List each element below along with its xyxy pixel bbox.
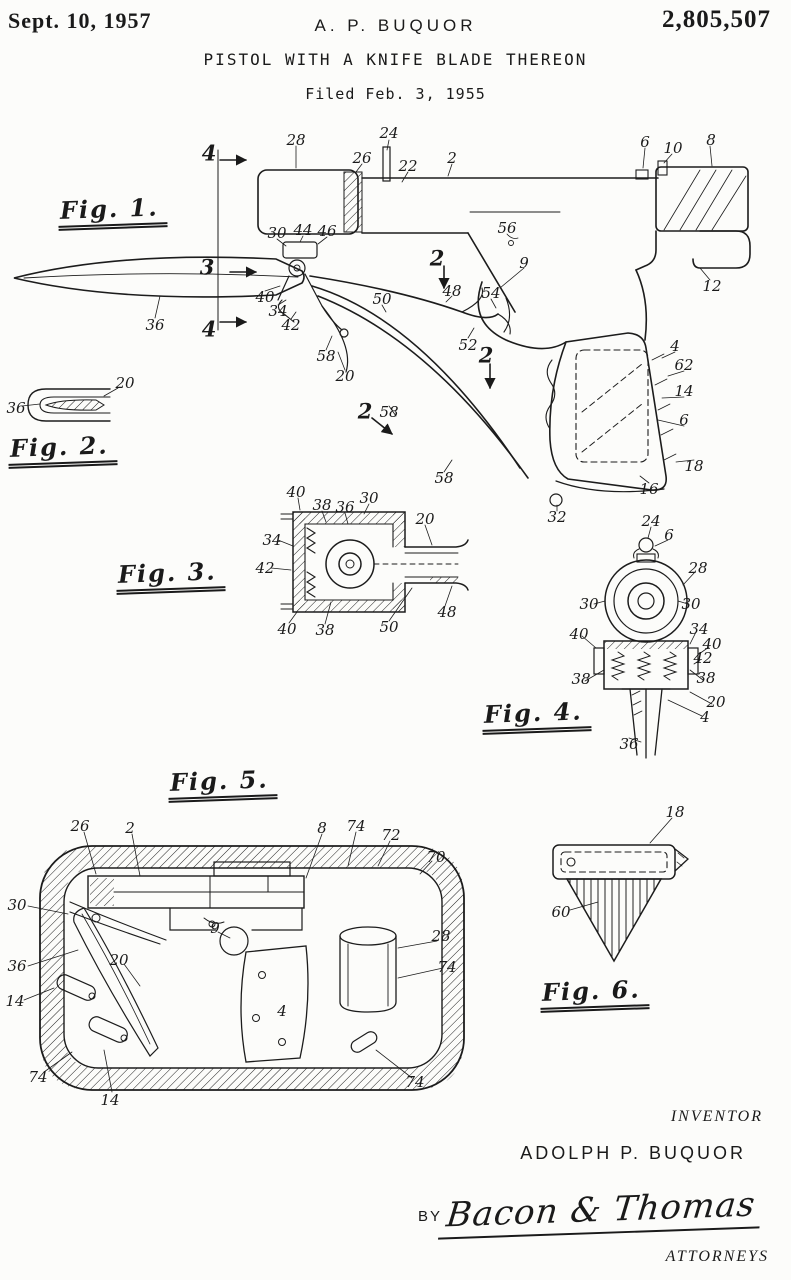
fig4-drawing xyxy=(581,526,713,759)
fig5-drawing xyxy=(23,831,465,1093)
inventor-caption: INVENTOR xyxy=(670,1108,763,1125)
patent-number: 2,805,507 xyxy=(662,6,771,33)
fig1-drawing xyxy=(13,139,751,512)
attorneys-caption: ATTORNEYS xyxy=(665,1248,769,1265)
fig3-drawing xyxy=(270,497,469,625)
by-label: BY xyxy=(418,1208,443,1225)
inventor-signature-name: ADOLPH P. BUQUOR xyxy=(520,1143,746,1163)
patent-date: Sept. 10, 1957 xyxy=(8,8,152,33)
fig6-drawing xyxy=(552,817,690,963)
patent-title: PISTOL WITH A KNIFE BLADE THEREON xyxy=(203,50,588,69)
fig2-drawing xyxy=(21,387,119,422)
filing-date: Filed Feb. 3, 1955 xyxy=(305,85,486,103)
inventor-name-header: A. P. BUQUOR xyxy=(314,16,477,35)
